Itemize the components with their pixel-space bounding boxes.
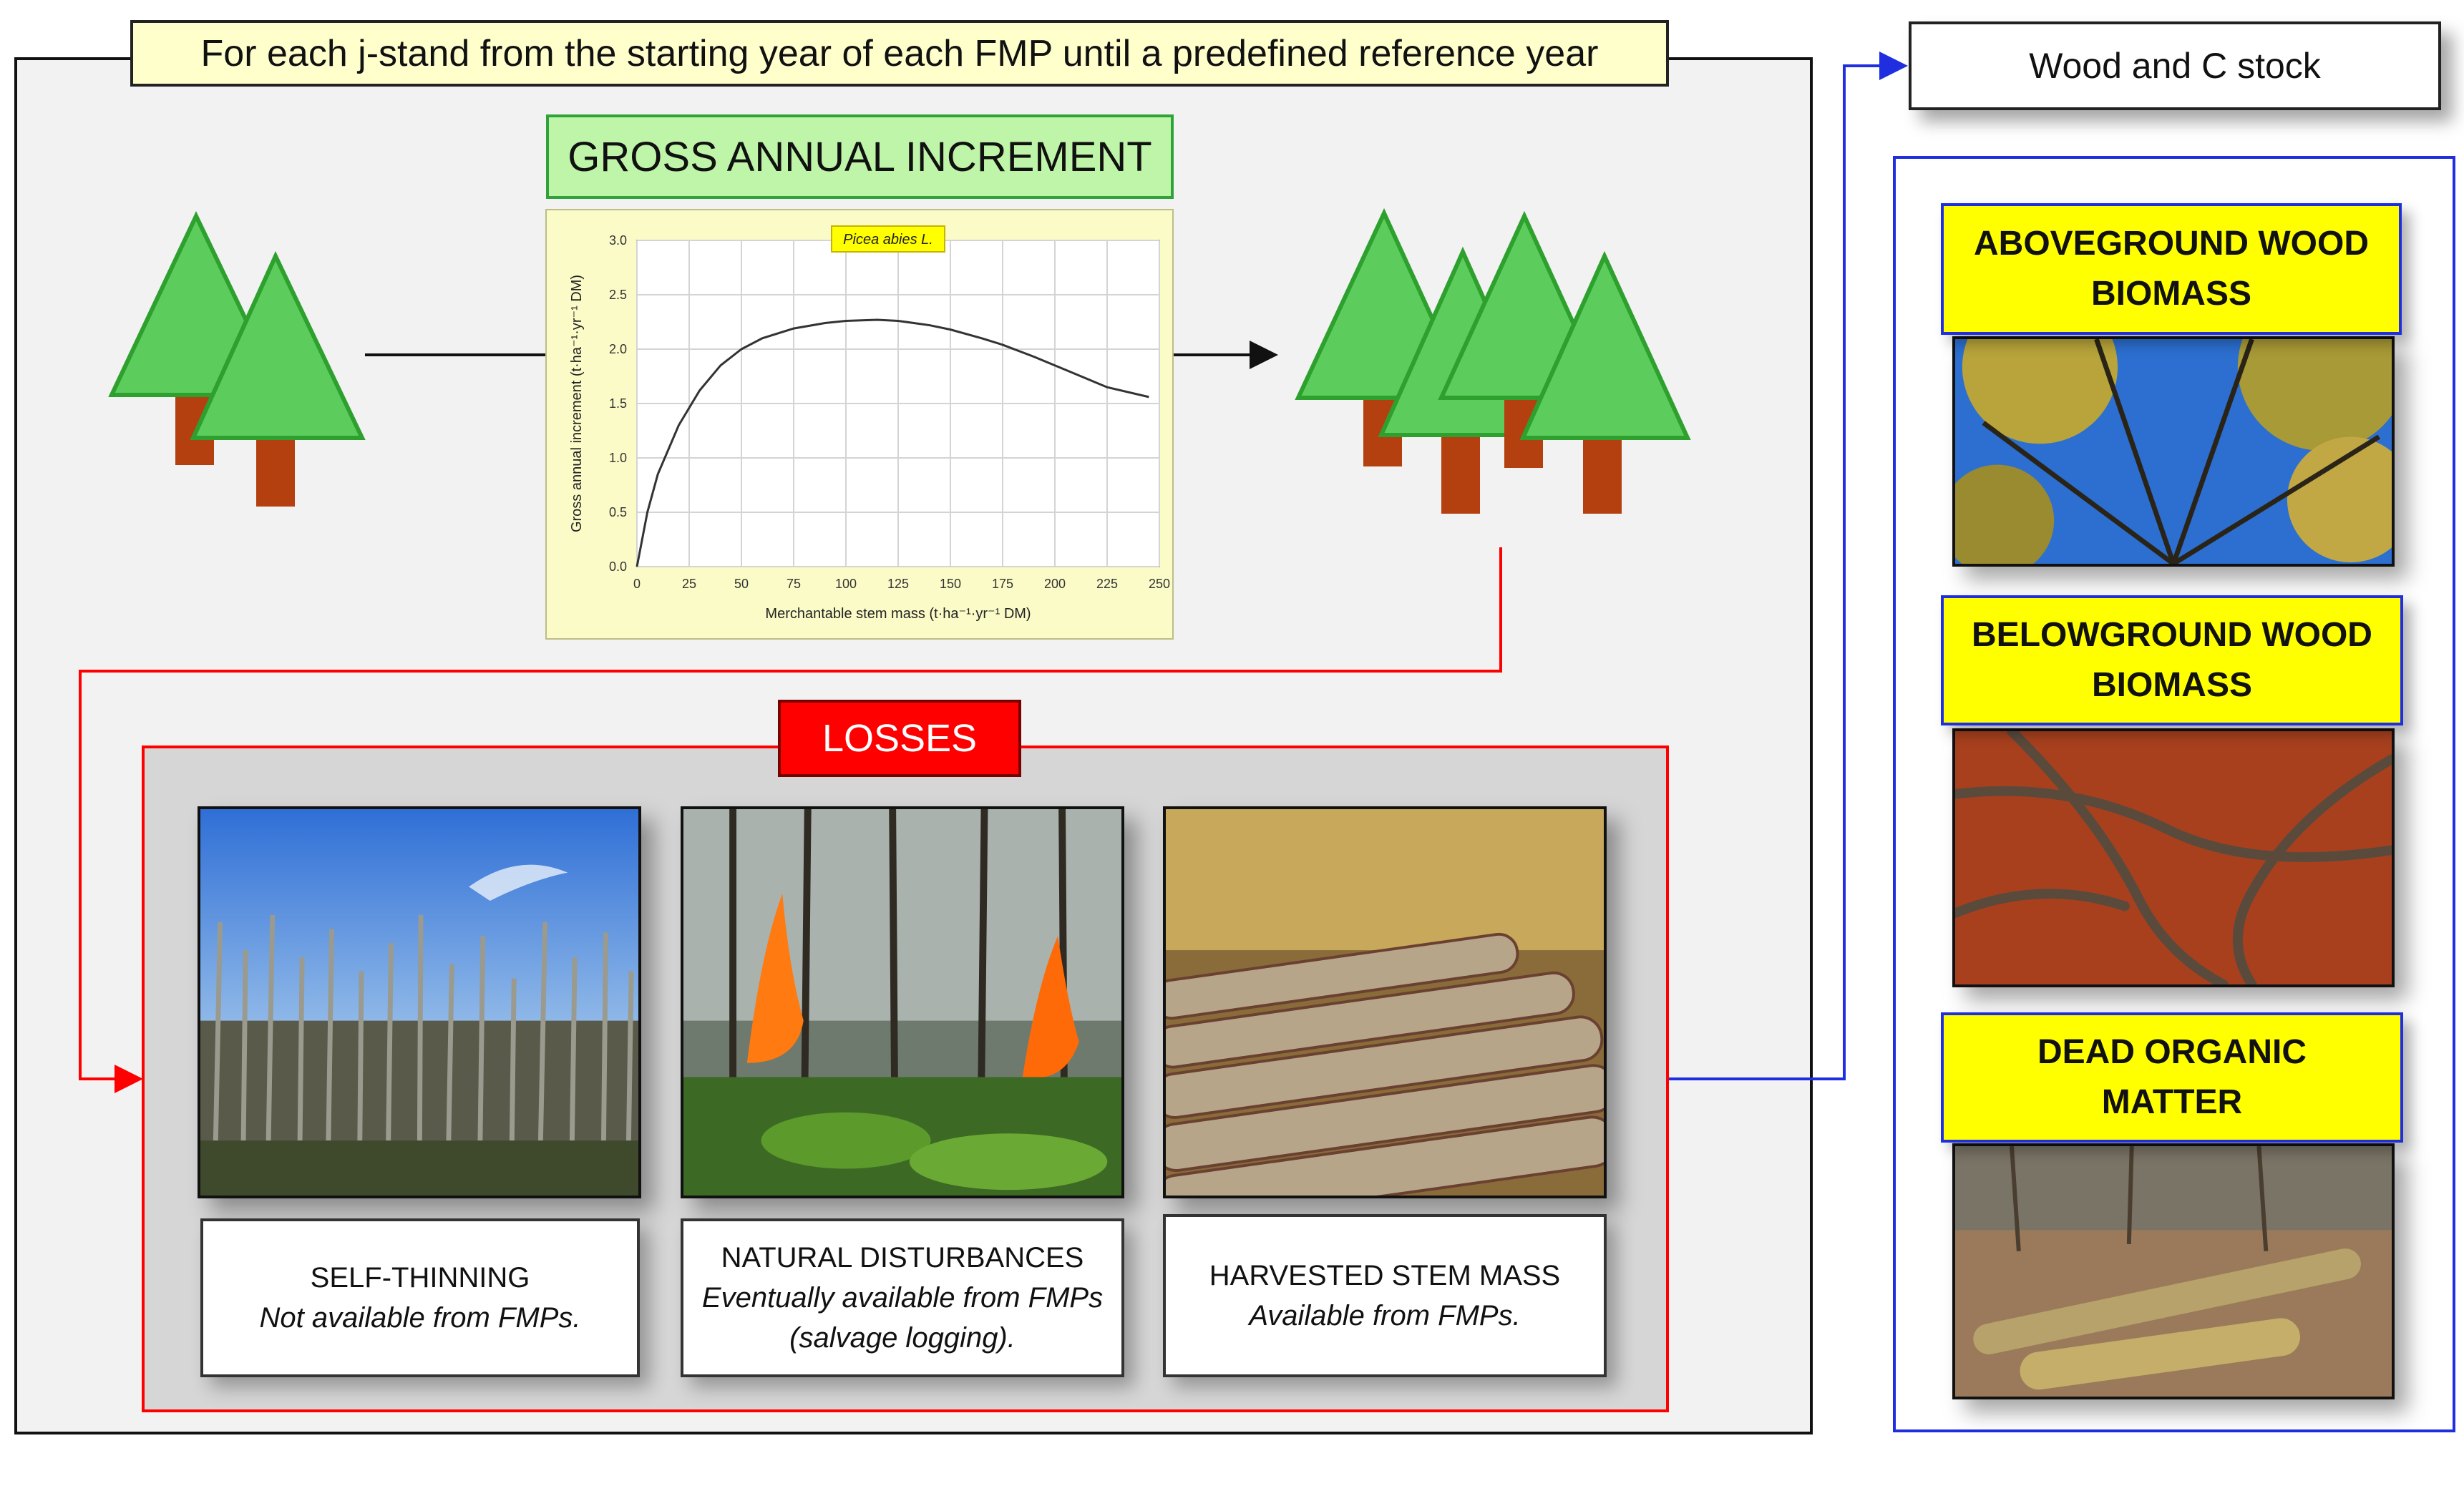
stock-title: Wood and C stock xyxy=(1909,21,2441,110)
loss-title: NATURAL DISTURBANCES xyxy=(721,1242,1084,1274)
y-tick-label: 2.5 xyxy=(609,288,627,302)
increment-chart: 0 25 50 75 100 125 150 175 200 225 250 0.0 0.5 1.0 1.5… xyxy=(545,209,1174,640)
stock-frame xyxy=(1893,156,2455,1432)
belowground-photo xyxy=(1952,728,2395,987)
grown-stand-trees xyxy=(1295,207,1691,514)
natural-disturbances-caption: NATURAL DISTURBANCES Eventually availabl… xyxy=(681,1218,1124,1377)
gross-increment-title: GROSS ANNUAL INCREMENT xyxy=(546,114,1174,199)
x-tick-label: 0 xyxy=(633,577,641,591)
aboveground-photo xyxy=(1952,336,2395,567)
self-thinning-photo xyxy=(198,806,641,1198)
tree-icon xyxy=(190,250,366,440)
y-tick-label: 2.0 xyxy=(609,342,627,356)
x-tick-label: 100 xyxy=(835,577,857,591)
tree-icon xyxy=(1519,250,1691,440)
loss-note: Eventually available from FMPs (salvage … xyxy=(701,1282,1104,1354)
initial-stand-trees xyxy=(108,211,366,507)
harvested-stem-photo xyxy=(1163,806,1607,1198)
loss-title: HARVESTED STEM MASS xyxy=(1209,1260,1561,1291)
y-tick-label: 3.0 xyxy=(609,233,627,248)
x-tick-label: 125 xyxy=(887,577,909,591)
x-tick-label: 175 xyxy=(992,577,1013,591)
y-tick-label: 0.5 xyxy=(609,505,627,519)
species-label: Picea abies L. xyxy=(843,232,933,248)
self-thinning-caption: SELF-THINNING Not available from FMPs. xyxy=(200,1218,640,1377)
stock-arrow xyxy=(1667,52,1908,1080)
header-banner: For each j-stand from the starting year … xyxy=(130,20,1669,87)
harvested-stem-caption: HARVESTED STEM MASS Available from FMPs. xyxy=(1163,1214,1607,1377)
y-tick-label: 1.0 xyxy=(609,451,627,465)
dead-organic-photo xyxy=(1952,1143,2395,1399)
x-tick-label: 250 xyxy=(1149,577,1170,591)
loss-note: Available from FMPs. xyxy=(1249,1300,1521,1331)
loss-title: SELF-THINNING xyxy=(310,1262,530,1294)
x-tick-label: 25 xyxy=(682,577,696,591)
species-label-box xyxy=(831,225,945,253)
x-tick-label: 50 xyxy=(734,577,749,591)
losses-title: LOSSES xyxy=(778,700,1021,777)
y-tick-label: 0.0 xyxy=(609,559,627,574)
loss-note: Not available from FMPs. xyxy=(259,1302,581,1334)
header-title: For each j-stand from the starting year … xyxy=(200,32,1599,74)
x-tick-label: 225 xyxy=(1096,577,1118,591)
trunk-icon xyxy=(1583,435,1622,514)
trunk-icon xyxy=(256,435,295,507)
y-tick-label: 1.5 xyxy=(609,396,627,411)
increment-curve xyxy=(636,318,1149,567)
trunk-icon xyxy=(1441,435,1480,514)
x-tick-label: 150 xyxy=(940,577,961,591)
x-tick-label: 200 xyxy=(1044,577,1066,591)
x-axis-label: Merchantable stem mass (t·ha⁻¹·yr⁻¹ DM) xyxy=(765,606,1031,622)
losses-arrow xyxy=(79,547,1502,1093)
x-tick-label: 75 xyxy=(787,577,801,591)
natural-disturbances-photo xyxy=(681,806,1124,1198)
y-axis-label: Gross annual increment (t·ha⁻¹·yr⁻¹ DM) xyxy=(569,275,585,532)
increment-chart-svg: 0 25 50 75 100 125 150 175 200 225 250 0.0 0.5 1.0 1.5… xyxy=(569,225,1170,622)
